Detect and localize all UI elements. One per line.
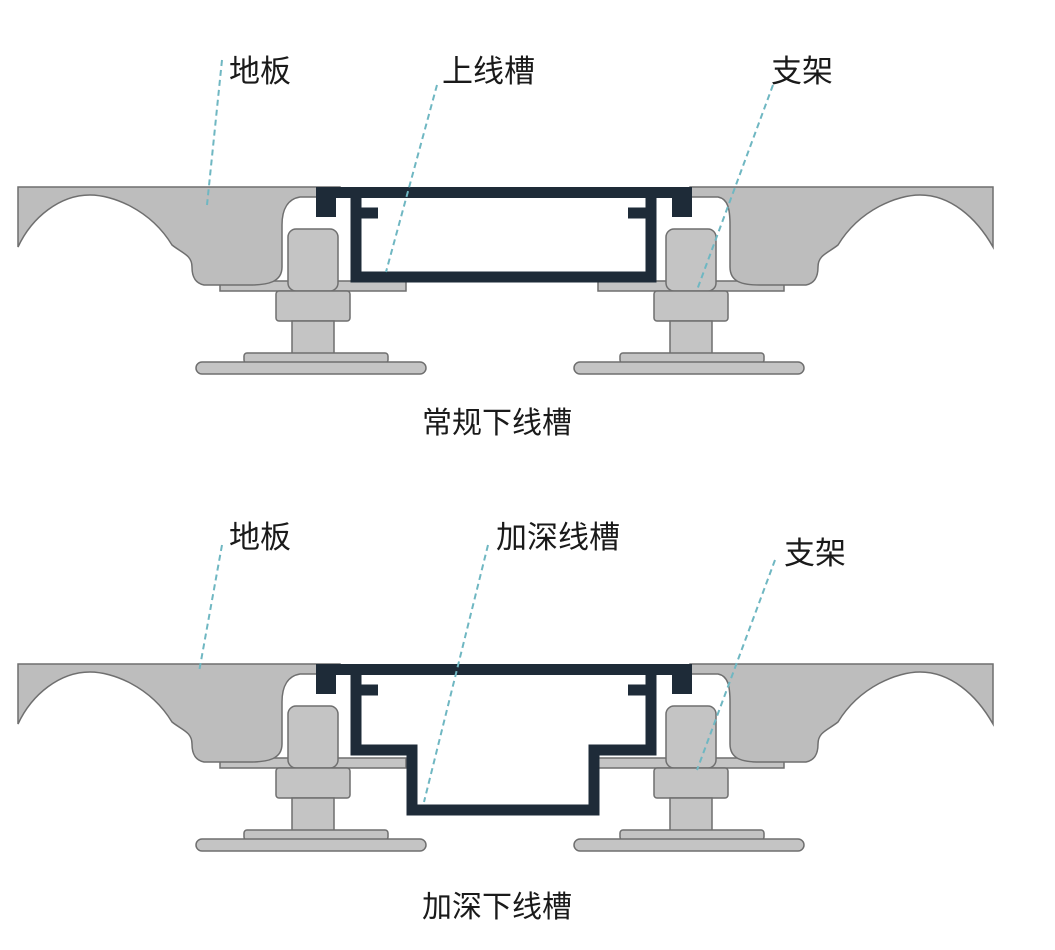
trough-leader-1 (385, 84, 438, 273)
floor-label-1: 地板 (229, 54, 291, 90)
trough-leader-2 (423, 544, 489, 803)
support-label-1: 支架 (771, 54, 833, 90)
caption-2: 加深下线槽 (422, 890, 572, 925)
floor-leader-1 (206, 59, 223, 206)
floor-leader-2 (198, 544, 223, 673)
support-leader-1 (696, 84, 774, 291)
floor-panel-right (689, 663, 994, 763)
support-label-2: 支架 (784, 536, 846, 572)
caption-1: 常规下线槽 (422, 406, 572, 441)
upper-trough (316, 187, 692, 283)
support-leader-2 (696, 559, 776, 771)
trough-label-1: 上线槽 (442, 54, 535, 90)
deep-trough (316, 664, 692, 816)
floor-panel-right (689, 186, 994, 286)
floor-label-2: 地板 (229, 520, 291, 556)
diagram-deepened (17, 663, 994, 852)
trough-label-2: 加深线槽 (496, 520, 620, 556)
diagram-conventional (17, 186, 994, 375)
